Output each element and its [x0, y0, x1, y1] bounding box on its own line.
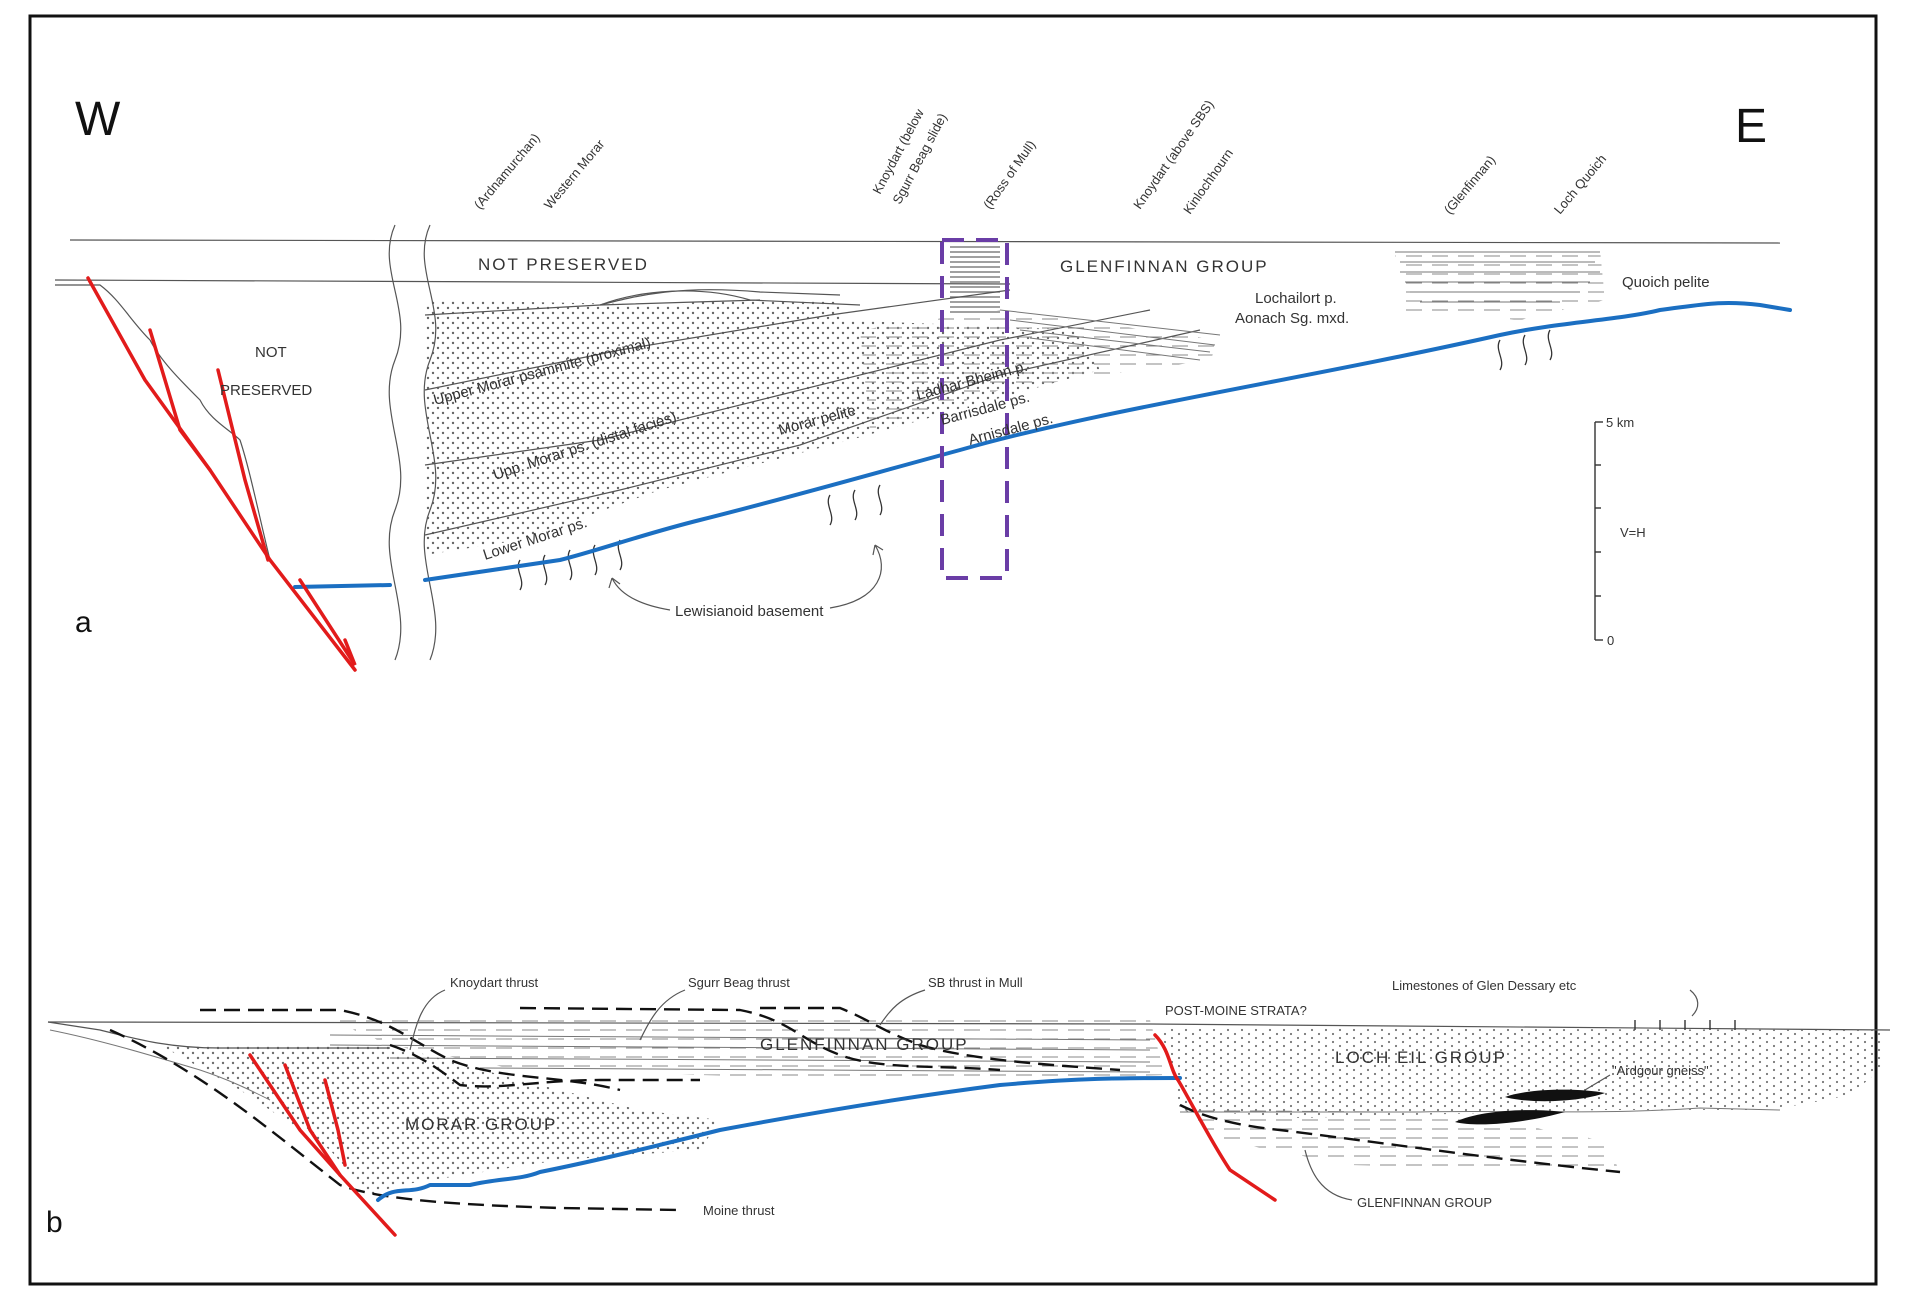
wavy-break-right: [423, 224, 437, 661]
scale-ratio-label: V=H: [1620, 525, 1646, 540]
fault-b-left-splay-1: [283, 1063, 342, 1177]
sb-thrust-mull-leader: [879, 989, 926, 1026]
glenfinnan-lower-dashed: [1179, 1103, 1621, 1174]
boundary-lower-morar: [424, 329, 1201, 536]
limestones-leader: [1689, 989, 1699, 1017]
barrisdale-hatch-fill: [860, 310, 1220, 430]
glenfinnan-lines: [999, 309, 1221, 361]
not-preserved-left-label-1: NOT: [255, 344, 287, 361]
panel-a-label: a: [75, 606, 92, 639]
section-a: W E a (Ardnamurchan) Western Morar Knoyd…: [54, 93, 1792, 672]
lewisianoid-label: Lewisianoid basement: [675, 603, 824, 620]
section-b: b: [46, 975, 1891, 1239]
wavy-break-left: [388, 224, 402, 661]
knoydart-thrust-leader: [409, 989, 446, 1051]
fault-a-offset: [298, 578, 357, 666]
fault-a-splay-1: [148, 328, 212, 472]
limestones-label: Limestones of Glen Dessary etc: [1392, 978, 1577, 993]
east-label: E: [1735, 100, 1767, 153]
quoich-pelite-label: Quoich pelite: [1622, 274, 1710, 291]
locality-kinlochhourn: Kinlochhourn: [1180, 146, 1236, 217]
glenfinnan-group-fill: [330, 1020, 1165, 1080]
glenfinnan-group-upper-label: GLENFINNAN GROUP: [760, 1035, 969, 1054]
loch-eil-group-label: LOCH EIL GROUP: [1335, 1048, 1507, 1067]
locality-loch-quoich: Loch Quoich: [1551, 151, 1609, 217]
ross-of-mull-column-fill: [950, 245, 1000, 315]
glenfinnan-group-label: GLENFINNAN GROUP: [1060, 257, 1269, 276]
not-preserved-left-label-2: PRESERVED: [220, 382, 312, 399]
basement-squiggles: [517, 329, 1553, 591]
knoydart-thrust-label: Knoydart thrust: [450, 975, 539, 990]
sgurr-beag-leader: [639, 989, 686, 1041]
not-preserved-top-label: NOT PRESERVED: [478, 255, 649, 274]
aonach-label: Aonach Sg. mxd.: [1235, 310, 1349, 327]
basement-contact-b: [376, 1076, 1182, 1202]
scale-zero-label: 0: [1607, 633, 1614, 648]
quoich-hatch-fill: [1395, 250, 1605, 320]
locality-ross-of-mull: (Ross of Mull): [980, 137, 1038, 211]
scale-top-label: 5 km: [1606, 415, 1634, 430]
boundary-upper-distal: [424, 289, 1011, 391]
ardgour-gneiss-label: "Ardgour gneiss": [1612, 1063, 1709, 1078]
lewisianoid-arrow-1: [608, 577, 671, 611]
sgurr-beag-thrust-line: [519, 1006, 1001, 1072]
section-b-left-wavy: [49, 1029, 271, 1101]
section-b-upper-dashed: [389, 1043, 700, 1088]
boundary-distal-lower: [424, 309, 1151, 466]
section-b-top-line: [47, 1021, 1891, 1031]
glenfinnan-wedge: [599, 289, 841, 306]
ardgour-gneiss-lens-1: [1505, 1089, 1605, 1102]
post-moine-label: POST-MOINE STRATA?: [1165, 1003, 1307, 1018]
not-preserved-left-contour: [55, 284, 271, 561]
morar-group-fill: [160, 1045, 720, 1195]
lewisianoid-arrow-2: [829, 544, 884, 609]
scale-bar: [1594, 421, 1603, 641]
fault-a-splay-2: [216, 368, 270, 562]
morar-group-label: MORAR GROUP: [405, 1115, 557, 1134]
fault-a-main: [86, 276, 357, 672]
fault-b-right: [1153, 1033, 1277, 1202]
section-a-second-line: [54, 279, 1011, 285]
glenfinnan-lower-leader: [1304, 1149, 1353, 1201]
locality-glenfinnan: (Glenfinnan): [1441, 152, 1498, 216]
glenfinnan-group-lower-label: GLENFINNAN GROUP: [1357, 1195, 1492, 1210]
lochailort-label: Lochailort p.: [1255, 290, 1337, 307]
locality-western-morar: Western Morar: [541, 136, 608, 212]
sb-thrust-mull-label: SB thrust in Mull: [928, 975, 1023, 990]
ardgour-leader: [1584, 1074, 1611, 1091]
west-label: W: [75, 93, 121, 146]
ardgour-gneiss-lens-2: [1455, 1110, 1565, 1125]
glenfinnan-internal-lines: [329, 1034, 1151, 1073]
glenfinnan-lower-fill: [1185, 1110, 1620, 1170]
fault-b-left-splay-2: [323, 1078, 347, 1167]
moine-thrust-line: [109, 1028, 681, 1212]
fault-b-left-main: [248, 1053, 397, 1237]
loch-eil-group-fill: [1160, 1028, 1885, 1118]
moine-thrust-label: Moine thrust: [703, 1203, 775, 1218]
quoich-lines: [1395, 251, 1600, 303]
section-b-left-surface: [47, 1021, 390, 1049]
section-a-top-line: [69, 239, 1781, 244]
sgurr-beag-thrust-label: Sgurr Beag thrust: [688, 975, 790, 990]
limestone-ticks: [1634, 1020, 1736, 1030]
knoydart-thrust-line: [200, 1008, 621, 1092]
panel-b-label: b: [46, 1206, 63, 1239]
sb-thrust-mull-line: [760, 1006, 1121, 1072]
basement-contact-a: [293, 300, 1792, 589]
locality-ardnamurchan: (Ardnamurchan): [471, 130, 543, 212]
figure-frame: [28, 14, 1878, 1286]
